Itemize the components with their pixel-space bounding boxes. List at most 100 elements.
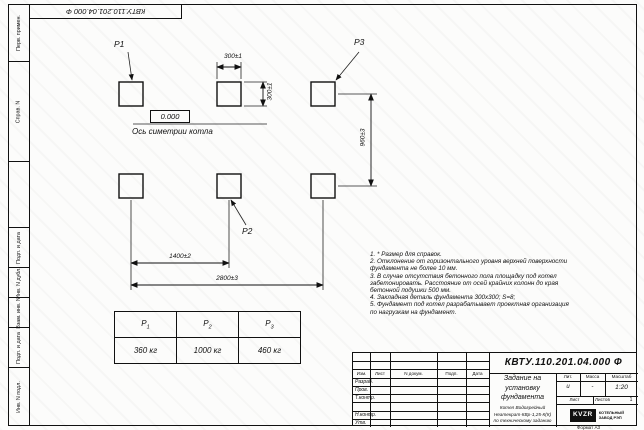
flipped-doc-number-box: КВТУ.110.201.04.000 Ф [30,4,182,19]
load-table-header-p3: Р3 [238,311,301,338]
left-stamp-strip: Перв. примен. Справ. N Подп. и дата Инв.… [8,4,30,426]
tb-lit-label: Лит. [563,374,573,379]
tb-row-nkontr: Н.контр. [355,412,377,418]
grid-line [556,381,638,382]
tb-row-utv: Утв. [355,420,367,426]
tb-product-line: Котел Водогрейный [499,405,546,410]
notes-block: 1. * Размер для справок. 2. Отклонение о… [370,251,595,316]
tb-lit-value: и [566,384,570,390]
foundation-pad [216,173,242,199]
tb-row-tkontr: Т.контр. [355,395,376,401]
logo-caption-line: КОТЕЛЬНЫЙ [598,409,625,415]
grid-line [353,378,489,379]
grid-line [437,353,438,427]
point-label-p2: Р2 [242,226,253,236]
title-block: Изм. Лист N докум. Подп. Дата Разраб. Пр… [352,352,638,427]
tb-scale-value: 1:20 [615,384,628,391]
tb-mass-label: Масса [585,374,600,379]
dim-label-total-length: 2800±3 [216,275,238,282]
note-line: забетонировать. Расстояние от осей крайн… [370,279,559,287]
grid-line [580,373,581,396]
grid-line [353,411,489,412]
tb-sheet-label: Лист [569,397,580,402]
grid-line [370,353,371,427]
note-line: по нагрузкам на фундамент. [370,308,457,316]
stamp-cell-vzam-inv: Взам. инв. N [8,297,29,328]
tb-col-izm: Изм. [356,371,367,376]
stamp-cell-podp-data-2: Подп. и дата [8,328,29,368]
logo-caption: КОТЕЛЬНЫЙ ЗАВОД РЭП [598,409,625,420]
dim-label-row-spacing: 960±3 [359,128,367,147]
note-line: 2. Отклонение от горизонтального уровня … [370,258,568,266]
grid-line [466,353,467,427]
company-logo: KVZR КОТЕЛЬНЫЙ ЗАВОД РЭП [556,404,638,427]
grid-line [593,396,594,404]
note-line: 1. * Размер для справок. [370,251,442,258]
leader-line-p3 [335,51,360,81]
tb-title-line: установку [505,384,540,392]
tb-scale-label: Масштаб [611,374,632,379]
elevation-mark: 0.000 [150,110,190,123]
tb-col-list: Лист [375,371,385,376]
load-table-header-p1: Р1 [114,311,177,338]
foundation-pad [310,173,336,199]
note-line: фундамента не более 10 мм. [370,265,458,273]
leader-line-p1 [127,51,134,81]
tb-title-line: Задание на [503,375,542,382]
note-line: бетонной подушки 500 мм. [370,287,451,295]
grid-line [605,373,606,396]
stamp-cell-perv-primen: Перв. примен. [8,4,29,62]
load-table: Р1 Р2 Р3 360 кг 1000 кг 460 кг [114,311,301,364]
grid-line [353,361,489,362]
leader-line-p2 [230,199,247,226]
grid-line [489,373,638,374]
dim-label-pad-width: 300±1 [224,53,243,60]
tb-col-podp: Подп. [445,371,458,376]
grid-line [353,419,489,420]
grid-line [353,394,489,395]
load-table-value-row: 360 кг 1000 кг 460 кг [114,337,301,364]
tb-designation: КВТУ.110.201.04.000 Ф [504,357,623,368]
load-table-header-row: Р1 Р2 Р3 [114,311,301,338]
point-label-p3: Р3 [354,37,365,47]
format-note: Формат А3 [576,425,601,430]
load-value-p1: 360 кг [114,337,177,364]
sheet-frame [8,4,637,426]
load-value-p2: 1000 кг [176,337,239,364]
grid-line [353,402,489,403]
tb-title-line: фундамента [501,394,544,401]
point-label-p1: Р1 [114,39,125,49]
note-line: 4. Закладная деталь фундамента 300х300; … [370,294,516,302]
tb-row-prov: Пров. [355,387,369,393]
grid-line [556,373,557,427]
stamp-cell-podp-data-1: Подп. и дата [8,228,29,268]
tb-title: Задание на установку фундамента [489,374,556,403]
foundation-pad [310,81,336,107]
kvzr-logo-icon: KVZR [569,409,596,422]
elevation-value: 0.000 [160,112,180,121]
grid-line [556,396,638,397]
grid-line [556,404,638,405]
tb-product: Котел Водогрейный Неатекрат-КВр-1,25-К(К… [489,405,556,425]
stamp-cell-sprav-n: Справ. N [8,62,29,162]
load-value-p3: 460 кг [238,337,301,364]
tb-row-razrab: Разраб. [355,379,374,385]
tb-col-ndokum: N докум. [404,371,423,376]
foundation-pad [216,81,242,107]
tb-col-data: Дата [472,371,483,376]
note-line: 5. Фундамент под котел разрабатывает про… [370,301,569,309]
dim-label-pad-height: 300±1 [266,82,274,101]
dim-label-column-spacing: 1400±2 [169,253,191,260]
grid-line [489,353,490,427]
tb-sheets-value: 1 [629,397,633,403]
foundation-pad [118,81,144,107]
symmetry-axis-label: Ось симетрии котла [132,127,213,136]
note-line: 3. В случае отсутствия бетонного пола пл… [370,272,557,280]
tb-sheets-label: Листов [595,397,610,402]
tb-mass-value: - [591,384,594,390]
foundation-pad [118,173,144,199]
stamp-cell-blank [8,162,29,228]
load-table-header-p2: Р2 [176,311,239,338]
